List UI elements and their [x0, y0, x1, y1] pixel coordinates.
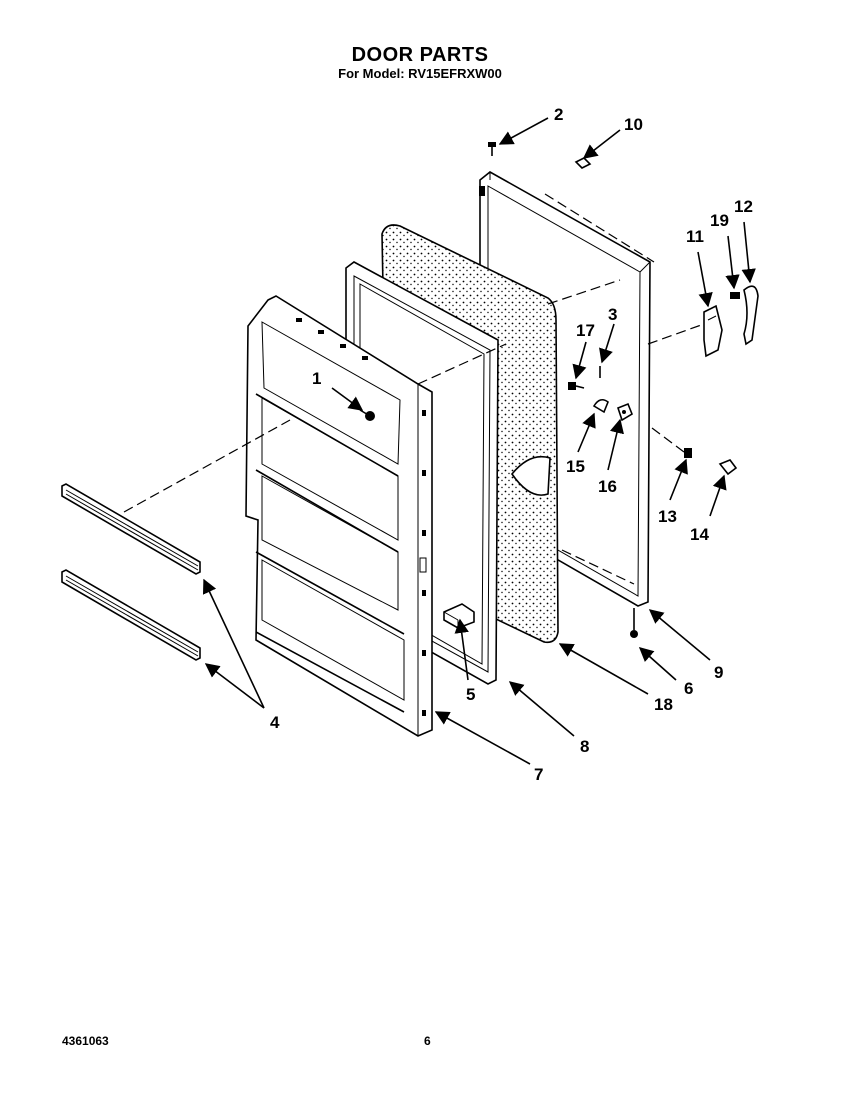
callout-10: 10	[624, 115, 643, 134]
page-number: 6	[424, 1034, 431, 1048]
liner-top-slots	[296, 318, 368, 360]
foam-handle-cutout	[510, 455, 551, 496]
callout-1: 1	[312, 369, 321, 388]
callout-19: 19	[710, 211, 729, 230]
page-title: DOOR PARTS	[351, 44, 489, 66]
screw-part-17	[568, 382, 585, 390]
callout-14: 14	[690, 525, 709, 544]
callout-9: 9	[714, 663, 723, 682]
callout-11: 11	[686, 227, 704, 246]
callout-15: 15	[566, 457, 585, 476]
callout-18: 18	[654, 695, 673, 714]
cap-part-14	[718, 459, 738, 476]
alignment-lines	[123, 193, 705, 585]
callout-13: 13	[658, 507, 677, 526]
callout-16: 16	[598, 477, 617, 496]
callout-3: 3	[608, 305, 617, 324]
screw-part-13	[684, 448, 692, 458]
leader-arrows	[202, 117, 756, 765]
screw-part-2	[488, 142, 496, 156]
model-subtitle: For Model: RV15EFRXW00	[338, 66, 502, 81]
callout-5: 5	[466, 685, 475, 704]
panel-corner-mark	[479, 186, 485, 196]
callout-6: 6	[684, 679, 693, 698]
inner-door-liner	[245, 295, 433, 737]
latch-part-15	[592, 398, 609, 414]
liner-edge-slots	[422, 410, 426, 716]
shelf-retainer-bar-upper	[61, 483, 201, 575]
shelf-retainer-bar-lower	[61, 569, 201, 661]
callout-7: 7	[534, 765, 543, 784]
callout-17: 17	[576, 321, 595, 340]
document-number: 4361063	[62, 1034, 109, 1048]
liner-latch-slot	[419, 557, 427, 573]
plug-part-10	[574, 157, 592, 169]
latch-part-16	[617, 402, 633, 422]
handle-bracket-part-11	[703, 304, 723, 358]
callout-8: 8	[580, 737, 589, 756]
callout-labels: 1 2 3 4 5 6 7 8 9 10 11 12 13 14 15 16 1…	[270, 105, 753, 784]
callout-2: 2	[554, 105, 563, 124]
callout-12: 12	[734, 197, 753, 216]
callout-4: 4	[270, 713, 280, 732]
screw-part-1	[359, 409, 375, 421]
plug-part-6	[630, 608, 638, 638]
screw-part-19	[730, 292, 740, 299]
handle-part-12	[743, 285, 759, 346]
